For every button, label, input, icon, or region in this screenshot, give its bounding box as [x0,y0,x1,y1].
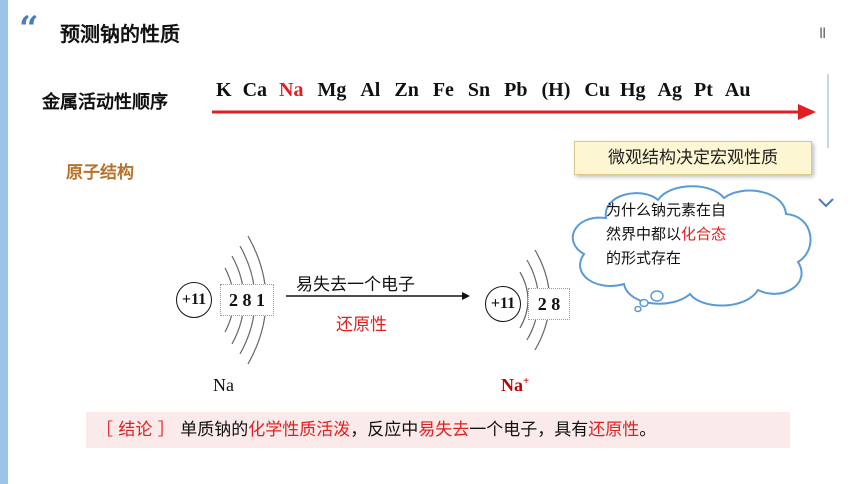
conclusion-text-2: ，反应中 [350,420,419,440]
left-accent-bar [0,0,8,484]
na-ion-shells: 2 8 [528,288,570,320]
thought-line-2: 然界中都以化合态 [606,222,776,246]
series-element: Hg [619,79,646,101]
page-title: 预测钠的性质 [60,22,180,46]
quote-icon: “ [19,9,39,49]
thought-line-1: 为什么钠元素在自 [606,201,727,219]
thought-line-3: 的形式存在 [606,249,682,267]
conclusion-text-1: 单质钠的 [180,420,249,440]
process-label: 易失去一个电子 [296,275,415,295]
na-label: Na [213,375,234,395]
right-divider [827,74,829,148]
na-nucleus: +11 [176,282,212,318]
thought-line-2-text: 然界中都以 [606,225,682,243]
conclusion-tag: ［ 结论 ］ [96,420,175,440]
series-element: Ag [657,79,682,101]
series-element: (H) [541,79,571,101]
conclusion-box: ［ 结论 ］ 单质钠的化学性质活泼，反应中易失去一个电子，具有还原性。 [86,412,790,448]
reaction-arrow [286,292,470,300]
activity-series: K Ca Na Mg Al Zn Fe Sn Pb (H) Cu Hg Ag Pt Au [216,79,750,102]
section-label: 原子结构 [66,163,134,183]
series-element: Fe [432,79,454,101]
series-element: Na [279,79,304,101]
conclusion-highlight-1: 化学性质活泼 [248,420,351,440]
activity-arrow [212,104,816,120]
reducibility-label: 还原性 [336,315,387,335]
chevron-down-icon[interactable] [817,196,835,210]
series-element: Pb [504,79,528,101]
series-element: Sn [467,79,491,101]
series-element: Pt [694,79,713,101]
thought-text: 为什么钠元素在自 然界中都以化合态 的形式存在 [606,198,776,270]
na-shells: 2 8 1 [220,284,274,316]
conclusion-text-4: 。 [639,420,657,440]
na-ion-charge: + [523,375,530,387]
na-ion-symbol: Na [501,375,523,395]
series-element: Ca [242,79,268,101]
banner: 微观结构决定宏观性质 [574,141,812,175]
na-ion-label: Na+ [501,375,529,396]
conclusion-highlight-2: 易失去 [418,420,470,440]
series-element: Al [360,79,381,101]
series-element: Mg [317,79,347,101]
conclusion-text-3: 一个电子，具有 [469,420,589,440]
activity-series-label: 金属活动性顺序 [42,92,168,113]
series-element: Cu [584,79,610,101]
series-element: Au [724,79,751,101]
series-element: Zn [394,79,419,101]
thought-cloud [572,185,812,313]
na-ion-nucleus: +11 [485,286,521,322]
conclusion-highlight-3: 还原性 [588,420,640,440]
series-element: K [216,79,232,101]
pause-button[interactable]: II [819,26,826,42]
thought-highlight: 化合态 [681,225,727,243]
